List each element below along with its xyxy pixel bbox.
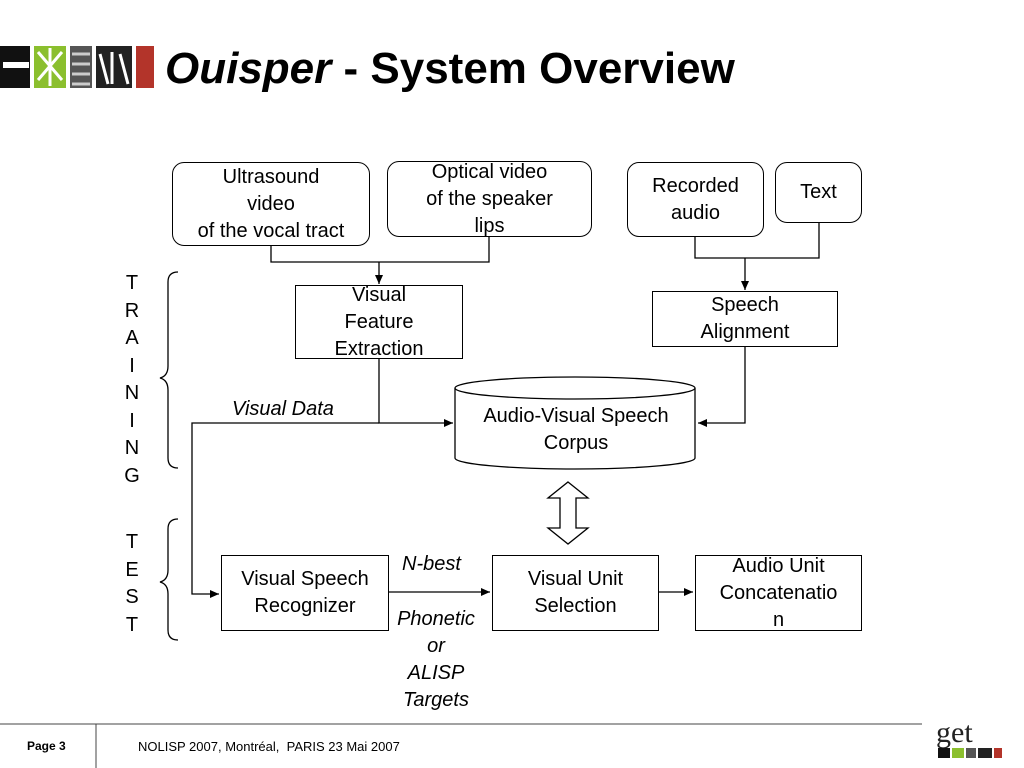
targets-label: Phonetic or ALISP Targets [397,608,475,711]
visual-data-label: Visual Data [232,398,334,420]
visual-feature-extraction-box: Visual Feature Extraction [295,284,463,360]
n-best-label: N-best [402,553,461,575]
connector-visual-data-to-recognizer [191,422,379,598]
text-box: Text [775,162,862,223]
page-title: Ouisper - System Overview [165,40,735,98]
institution-logo [0,46,154,88]
test-brace [159,518,179,641]
optical-video-box: Optical video of the speaker lips [387,161,592,237]
get-logo-text: get [936,718,973,749]
event-info: NOLISP 2007, Montréal, PARIS 23 Mai 2007 [138,739,400,754]
title-brand: Ouisper [165,44,332,93]
page-number: Page 3 [27,739,66,753]
audio-unit-concatenation-box: Audio Unit Concatenatio n [695,555,862,631]
corpus-cylinder [454,376,696,470]
title-rest: - System Overview [331,44,735,93]
connector-audio-text-to-alignment [694,222,820,290]
connector-inputs-to-vfe [270,236,490,284]
test-label: T E S T [125,531,139,636]
training-brace [159,271,179,469]
connector-alignment-to-corpus [698,347,746,427]
ultrasound-video-box: Ultrasound video of the vocal tract [172,162,370,246]
visual-speech-recognizer-box: Visual Speech Recognizer [221,555,389,631]
corpus-label: Audio-Visual Speech Corpus [483,405,669,454]
recorded-audio-box: Recorded audio [627,162,764,237]
visual-unit-selection-box: Visual Unit Selection [492,555,659,631]
get-logo: get [936,718,1002,758]
connector-vfe-to-corpus [378,359,453,427]
speech-alignment-box: Speech Alignment [652,291,838,347]
double-arrow [546,481,590,545]
training-label: T R A I N I N G [124,272,140,487]
